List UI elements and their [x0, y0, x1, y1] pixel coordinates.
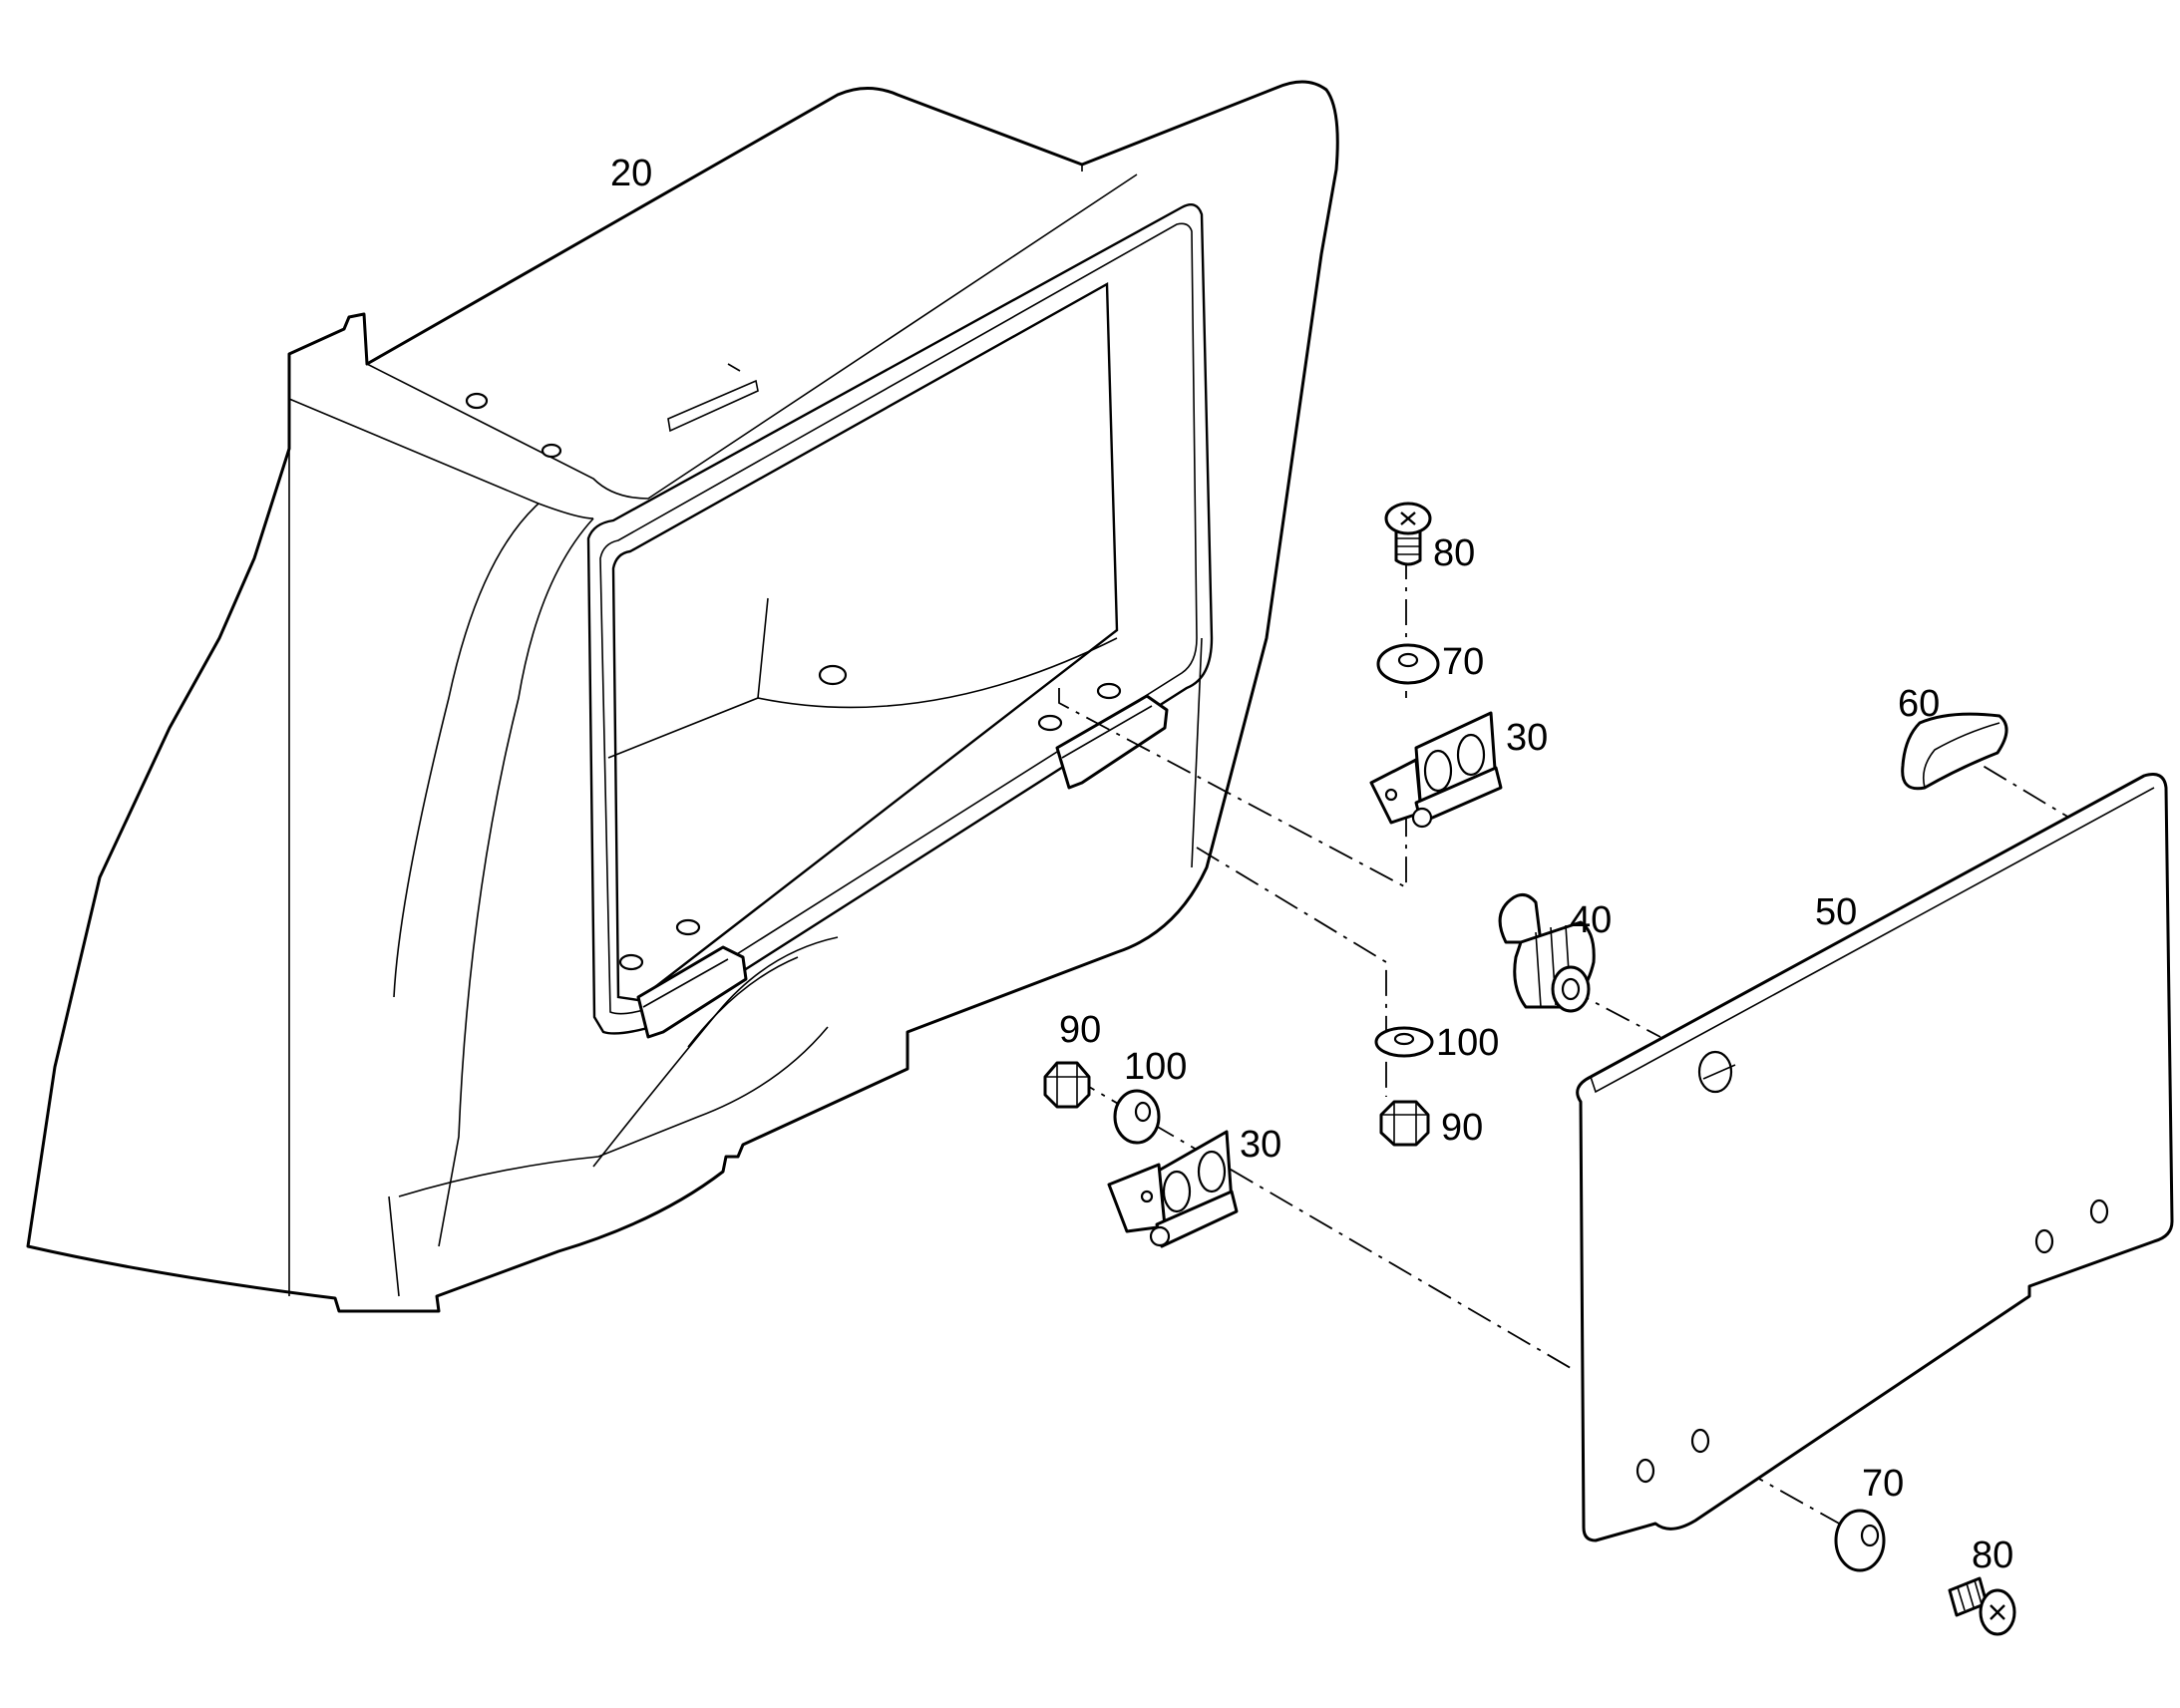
cam-lock: [1498, 892, 1596, 1013]
callout-70-bottom: 70: [1862, 1463, 1904, 1505]
callout-80-bottom: 80: [1972, 1535, 2013, 1576]
nut-left: [1043, 1061, 1091, 1109]
callout-100-left: 100: [1124, 1046, 1187, 1088]
washer-left: [1113, 1089, 1161, 1145]
callout-60: 60: [1898, 683, 1940, 725]
washer-top: [1376, 643, 1440, 685]
washer-bottom: [1834, 1509, 1886, 1572]
screw-bottom: [1948, 1576, 2016, 1636]
callout-90-left: 90: [1059, 1009, 1101, 1051]
callout-40: 40: [1570, 899, 1612, 941]
assembly-line-lower-box: [1196, 847, 1387, 1097]
callout-70-top: 70: [1442, 641, 1484, 683]
storage-box-housing: [26, 80, 1339, 1313]
plug: [1901, 712, 2008, 791]
washer-mid: [1374, 1026, 1434, 1058]
callout-90-mid: 90: [1441, 1107, 1483, 1149]
callout-20: 20: [610, 153, 652, 194]
callout-50: 50: [1815, 891, 1857, 933]
callout-labels: 20 80 70 30 60 40 50 90 100 30 100 90 70…: [610, 153, 2013, 1576]
assembly-line-upper-hinge: [1058, 688, 1407, 889]
hinge-lower: [1107, 1130, 1239, 1248]
nut-mid: [1379, 1100, 1430, 1147]
assembly-line-screw-bottom: [1699, 1445, 1876, 1544]
hinge-upper: [1369, 711, 1503, 829]
callout-30-bottom: 30: [1240, 1124, 1281, 1166]
callout-80-top: 80: [1433, 532, 1475, 574]
screw-top: [1384, 502, 1432, 566]
callout-30-top: 30: [1506, 717, 1548, 759]
door-panel: [1576, 773, 2174, 1542]
callout-100-mid: 100: [1436, 1022, 1499, 1064]
